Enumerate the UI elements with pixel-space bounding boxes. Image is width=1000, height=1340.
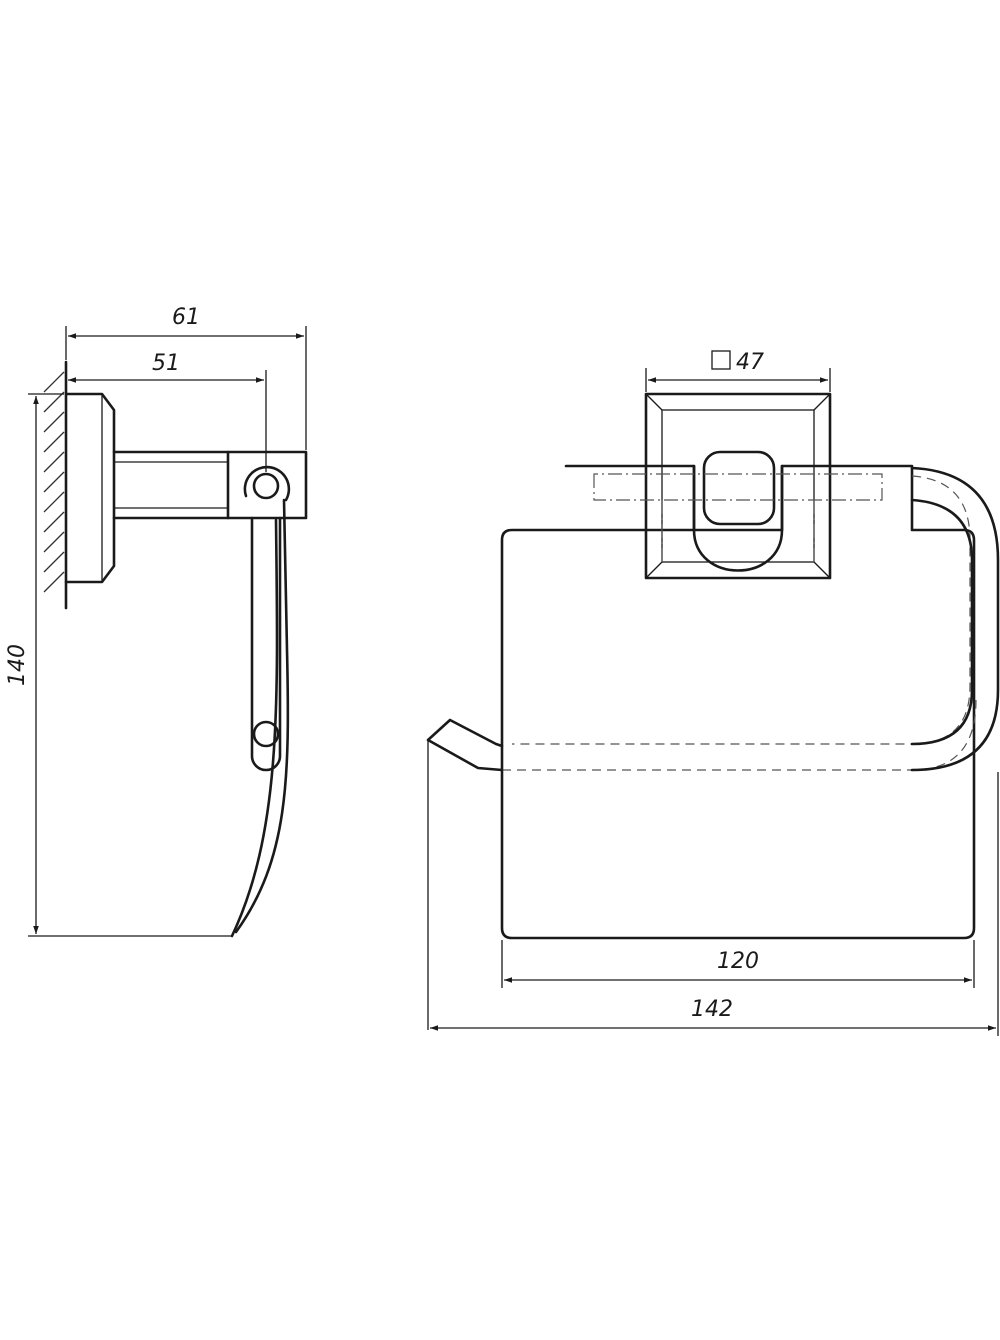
roll-rod <box>250 516 282 772</box>
dimension-142: 142 <box>430 772 999 1036</box>
roll-bar-arc-inner <box>910 498 974 746</box>
square-flange <box>644 392 832 580</box>
dimension-label-120: 120 <box>717 949 759 974</box>
flange-bevel <box>661 409 815 563</box>
dimension-61: 61 <box>65 305 307 450</box>
knob <box>702 450 776 526</box>
dimension-51: 51 <box>68 351 267 472</box>
pivot-pin <box>252 472 280 500</box>
front-view: 47 120 142 <box>426 350 1000 1036</box>
side-view: 61 51 140 <box>5 305 308 938</box>
pivot-ring <box>243 465 291 502</box>
dimension-label-47: 47 <box>736 350 764 375</box>
cover-curve-inner <box>230 518 279 938</box>
roll-bar-arc <box>910 466 1000 772</box>
hidden-roll-bar-inner <box>512 475 971 745</box>
dimension-label-140: 140 <box>5 644 30 686</box>
dimension-47: 47 <box>645 350 831 392</box>
cover-curve-outer <box>234 498 290 934</box>
dimension-label-51: 51 <box>152 351 180 376</box>
dimension-label-61: 61 <box>172 305 200 330</box>
hidden-roll-bar-outer <box>502 699 977 771</box>
knob-base <box>692 464 784 572</box>
wall-flange <box>64 392 116 584</box>
hidden-arm <box>593 473 883 501</box>
dimension-label-142: 142 <box>691 997 733 1022</box>
square-symbol-icon <box>711 350 731 370</box>
dimension-140: 140 <box>5 393 232 937</box>
holder-arm <box>112 450 308 520</box>
wall-hatching <box>43 371 65 593</box>
cover-plate <box>500 464 976 940</box>
dimension-120: 120 <box>501 940 975 988</box>
rod-end-cap <box>252 720 280 748</box>
roll-bar-end <box>426 718 504 772</box>
